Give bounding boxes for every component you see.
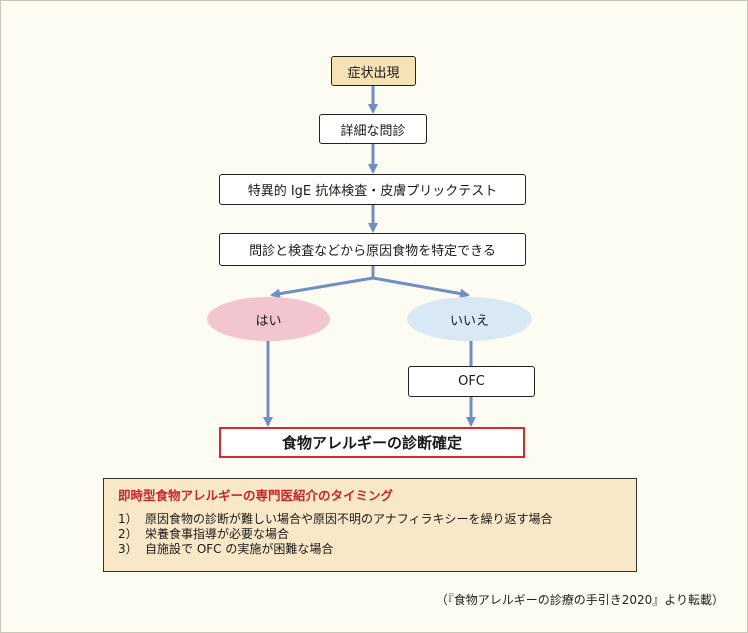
symptom-onset-label: 症状出現	[347, 65, 400, 81]
ige-test-label: 特異的 IgE 抗体検査・皮膚プリックテスト	[247, 184, 498, 199]
referral-criteria-list: 1） 原因食物の診断が難しい場合や原因不明のアナフィラキシーを繰り返す場合 2）…	[118, 512, 636, 557]
list-item-number: 2）	[118, 527, 138, 541]
list-item-text: 自施設で OFC の実施が困難な場合	[145, 542, 334, 556]
no-oval: いいえ	[407, 297, 532, 341]
diagnosis-confirmed-label: 食物アレルギーの診断確定	[281, 434, 462, 452]
referral-timing-title: 即時型食物アレルギーの専門医紹介のタイミング	[118, 488, 394, 503]
identify-food-label: 問診と検査などから原因食物を特定できる	[249, 244, 496, 259]
list-item-number: 3）	[118, 542, 138, 556]
detailed-interview-box: 詳細な問診	[319, 114, 427, 144]
list-item: 2） 栄養食事指導が必要な場合	[118, 527, 636, 542]
yes-oval: はい	[207, 297, 330, 341]
yes-label: はい	[255, 313, 282, 329]
ige-test-box: 特異的 IgE 抗体検査・皮膚プリックテスト	[219, 174, 526, 205]
arrow-to-no	[372, 276, 470, 299]
symptom-onset-box: 症状出現	[331, 56, 416, 86]
list-item: 1） 原因食物の診断が難しい場合や原因不明のアナフィラキシーを繰り返す場合	[118, 512, 636, 527]
ofc-box: OFC	[408, 366, 535, 397]
source-citation: （『食物アレルギーの診療の手引き2020』より転載）	[435, 593, 724, 607]
arrow-to-yes	[270, 276, 374, 299]
list-item-text: 原因食物の診断が難しい場合や原因不明のアナフィラキシーを繰り返す場合	[145, 512, 553, 526]
detailed-interview-label: 詳細な問診	[340, 123, 406, 139]
no-label: いいえ	[449, 313, 489, 329]
list-item-number: 1）	[118, 512, 138, 526]
identify-food-box: 問診と検査などから原因食物を特定できる	[219, 233, 526, 266]
referral-timing-box: 即時型食物アレルギーの専門医紹介のタイミング 1） 原因食物の診断が難しい場合や…	[103, 478, 637, 572]
ofc-label: OFC	[458, 374, 485, 389]
list-item: 3） 自施設で OFC の実施が困難な場合	[118, 542, 636, 557]
list-item-text: 栄養食事指導が必要な場合	[145, 527, 290, 541]
diagnosis-confirmed-box: 食物アレルギーの診断確定	[219, 427, 525, 458]
